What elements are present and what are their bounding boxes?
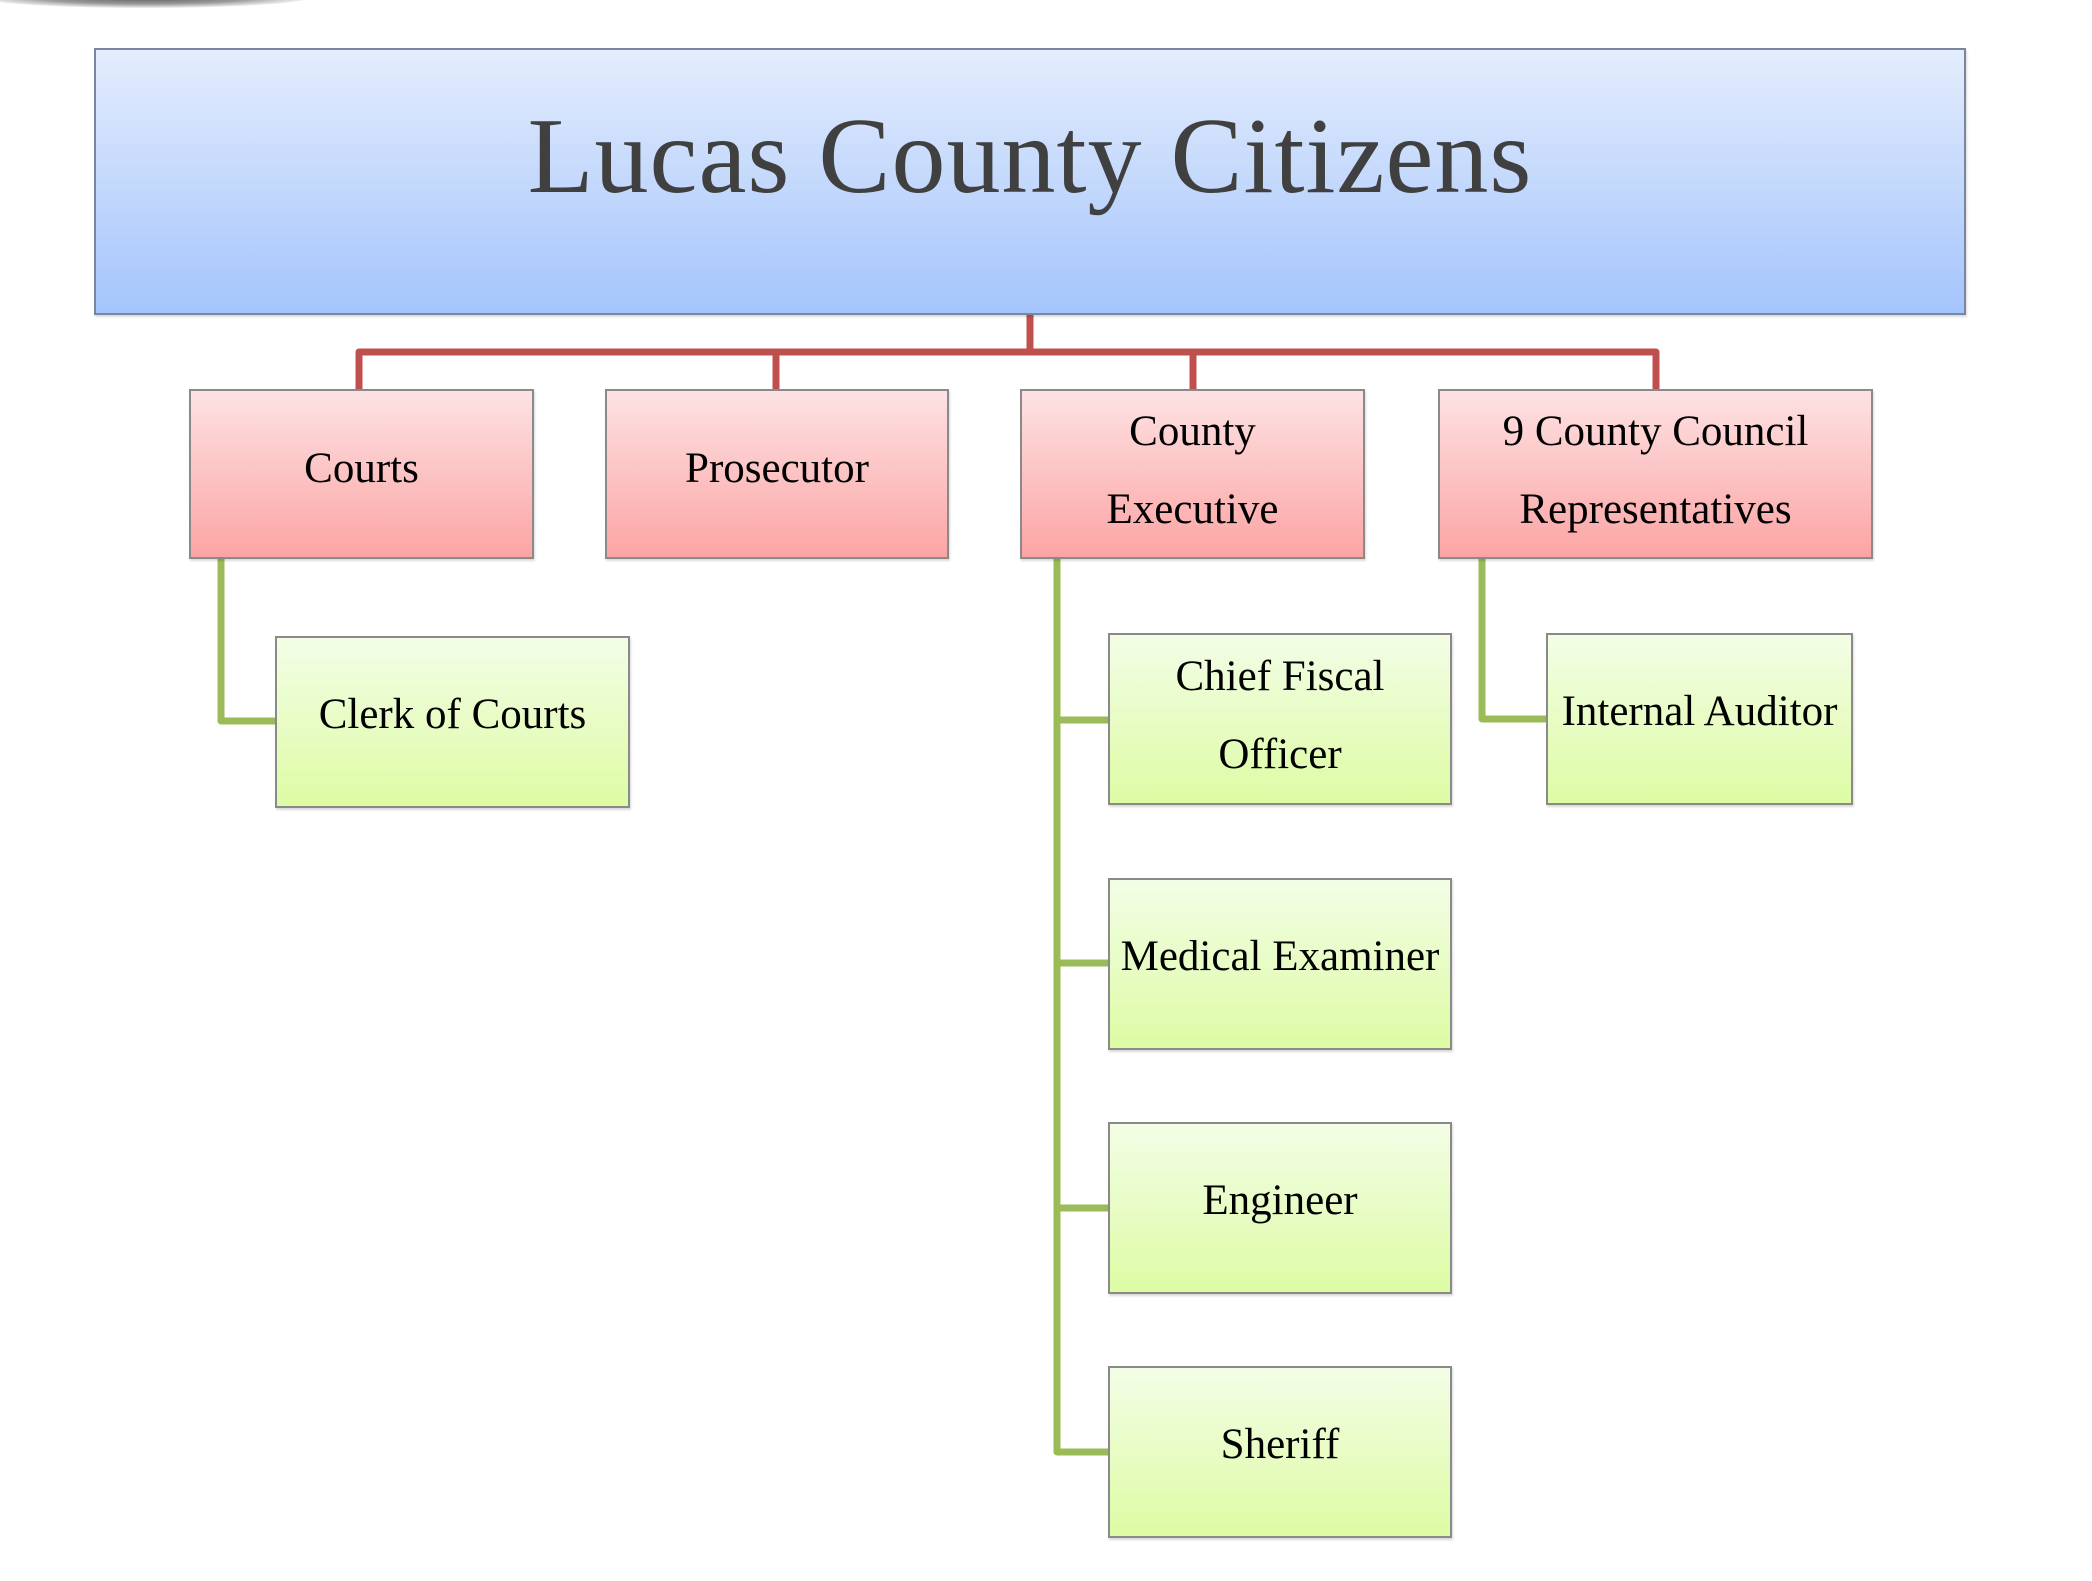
node-label: Sheriff xyxy=(1220,1421,1340,1468)
node-label: Clerk of Courts xyxy=(318,691,587,738)
root-node-citizens: Lucas County Citizens xyxy=(94,48,1966,315)
connector-executive-children xyxy=(1053,559,1108,1456)
node-clerk-of-courts: Clerk of Courts xyxy=(275,636,630,808)
decorative-shadow xyxy=(0,0,310,8)
node-label: Prosecutor xyxy=(685,445,869,492)
node-label: Chief Fiscal Officer xyxy=(1175,653,1385,778)
node-label: Engineer xyxy=(1202,1177,1358,1224)
node-sheriff: Sheriff xyxy=(1108,1366,1452,1538)
node-label: Internal Auditor xyxy=(1561,688,1838,735)
node-label: County Executive xyxy=(1106,408,1279,533)
node-county-council: 9 County Council Representatives xyxy=(1438,389,1873,559)
connector-council-children xyxy=(1478,559,1546,723)
node-prosecutor: Prosecutor xyxy=(605,389,949,559)
node-courts: Courts xyxy=(189,389,534,559)
diagram-title: Lucas County Citizens xyxy=(527,96,1533,216)
node-engineer: Engineer xyxy=(1108,1122,1452,1294)
node-label: 9 County Council Representatives xyxy=(1502,408,1809,533)
connector-courts-children xyxy=(217,559,275,725)
node-internal-auditor: Internal Auditor xyxy=(1546,633,1853,805)
node-county-executive: County Executive xyxy=(1020,389,1365,559)
node-label: Courts xyxy=(304,445,419,492)
node-medical-examiner: Medical Examiner xyxy=(1108,878,1452,1050)
node-label: Medical Examiner xyxy=(1120,933,1440,980)
connector-top-to-level1 xyxy=(355,315,1660,389)
node-chief-fiscal-officer: Chief Fiscal Officer xyxy=(1108,633,1452,805)
